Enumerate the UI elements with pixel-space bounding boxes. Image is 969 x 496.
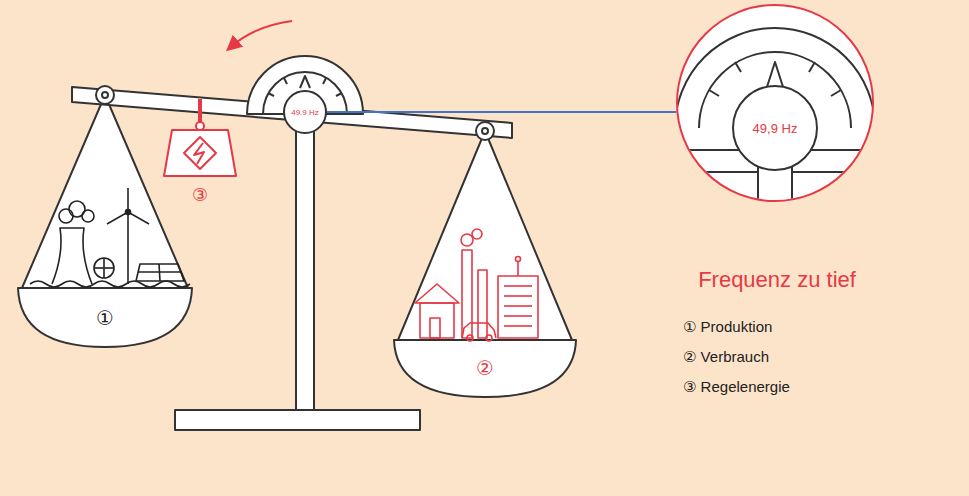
legend-entry: ① Produktion (683, 318, 772, 336)
legend-entry: ③ Regelenergie (683, 378, 790, 396)
callout-number: ③ (192, 184, 208, 206)
frequency-readout: 49,9 Hz (753, 121, 798, 136)
zoom-circle: 49,9 HzFrequenz zu tief (676, 4, 874, 202)
legend-entry: ② Verbrauch (683, 348, 769, 366)
status-heading: Frequenz zu tief (698, 267, 856, 293)
callout-number: ① (96, 306, 114, 330)
frequency-readout: 49.9 Hz (291, 108, 319, 117)
callout-number: ② (476, 356, 494, 380)
dial-hub: 49.9 Hz (283, 90, 327, 134)
zoom-leader (327, 111, 676, 113)
